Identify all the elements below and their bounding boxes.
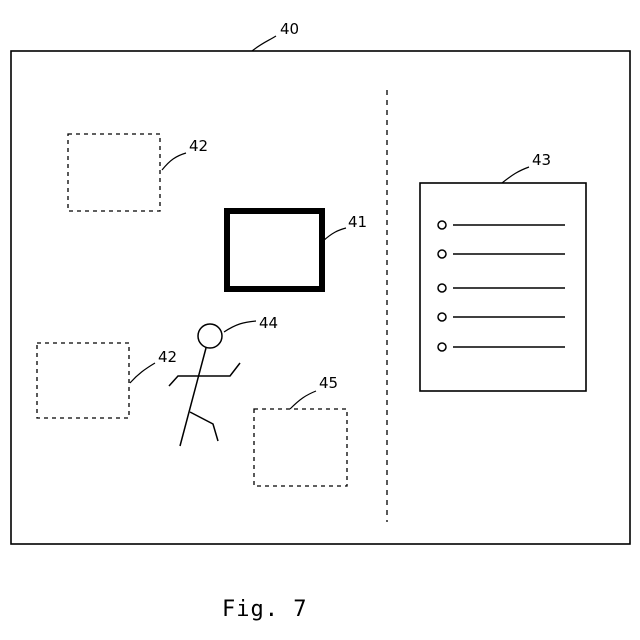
region-bottom-leader-line	[130, 363, 155, 383]
region-top-ref-label: 42	[189, 137, 208, 155]
region-small-ref-label: 45	[319, 374, 338, 392]
region-bottom-ref-label: 42	[158, 348, 177, 366]
list-bullet	[438, 313, 446, 321]
person-head	[198, 324, 222, 348]
person-leader-line	[224, 321, 256, 332]
target-frame	[227, 211, 322, 289]
dashed-region-top	[68, 134, 160, 211]
list-bullet	[438, 343, 446, 351]
figure-caption: Fig. 7	[222, 597, 307, 622]
person-ref-label: 44	[259, 314, 278, 332]
person-arms	[169, 363, 240, 386]
list-panel-ref-label: 43	[532, 151, 551, 169]
list-bullet	[438, 221, 446, 229]
person-leg	[190, 412, 218, 441]
region-top-leader-line	[162, 153, 186, 170]
target-frame-leader-line	[323, 228, 346, 241]
screen-leader-line	[252, 36, 276, 51]
list-panel	[420, 183, 586, 391]
screen-frame	[11, 51, 630, 544]
screen-ref-label: 40	[280, 20, 299, 38]
region-small-leader-line	[290, 391, 316, 409]
list-panel-leader-line	[502, 167, 529, 183]
person-body	[180, 348, 206, 446]
list-items	[438, 221, 565, 351]
list-bullet	[438, 284, 446, 292]
dashed-region-small	[254, 409, 347, 486]
person-figure	[169, 324, 240, 446]
target-frame-ref-label: 41	[348, 213, 367, 231]
list-bullet	[438, 250, 446, 258]
dashed-region-bottom	[37, 343, 129, 418]
